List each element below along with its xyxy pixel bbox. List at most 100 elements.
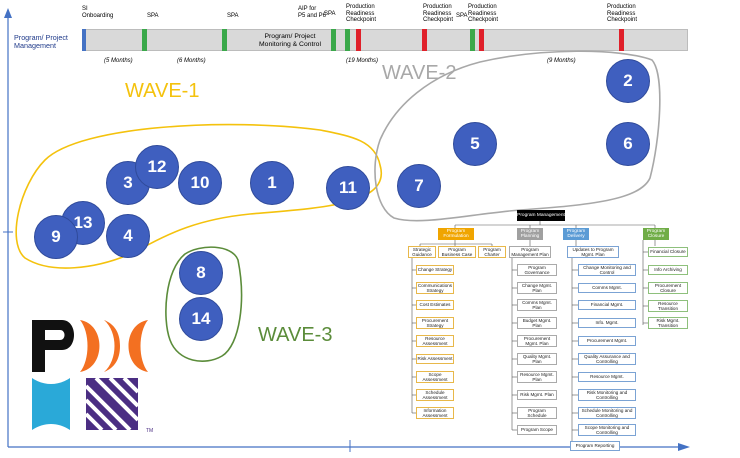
project-circle: 9: [34, 215, 78, 259]
org-box-planning-item: Budget Mgmt. Plan: [517, 317, 557, 329]
org-box-charter: Program Charter: [478, 246, 506, 258]
project-circle: 5: [453, 122, 497, 166]
milestone-production-readiness: [619, 29, 624, 51]
org-box-formulation-item: Resource Assessment: [416, 335, 454, 347]
org-box-planning-item: Change Mgmt. Plan: [517, 282, 557, 294]
label-spa: SPA: [456, 13, 468, 19]
org-box-planning-item: Program Schedule: [517, 407, 557, 419]
project-circle: 10: [178, 161, 222, 205]
org-box-formulation-item: Communications Strategy: [416, 282, 454, 294]
org-box-formulation-item: Procurement Strategy: [416, 317, 454, 329]
label-spa: SPA: [227, 13, 239, 19]
org-box-closure-item: Resource Transition: [648, 300, 688, 312]
milestone-si-onboarding: [82, 29, 86, 51]
project-circle: 4: [106, 214, 150, 258]
duration-label: (5 Months): [104, 58, 133, 64]
project-circle: 6: [606, 122, 650, 166]
org-box-delivery-item: Comms Mgmt.: [578, 283, 636, 293]
duration-label: (9 Months): [547, 58, 576, 64]
org-box-closure-item: Procurement Closure: [648, 282, 688, 294]
label-production-readiness: Production Readiness Checkpoint: [423, 4, 454, 23]
logo-p-stem: [32, 320, 45, 372]
org-box-formulation-item: Cost Estimates: [416, 300, 454, 310]
org-box-formulation-item: Schedule Assessment: [416, 389, 454, 401]
org-box-delivery-item: Financial Mgmt.: [578, 300, 636, 310]
org-box-formulation-item: Risk Assessment: [416, 354, 454, 364]
org-box-strategic-guidance: Strategic Guidance: [408, 246, 436, 258]
logo-i-shape: [32, 378, 70, 430]
label-production-readiness: Production Readiness Checkpoint: [346, 4, 377, 23]
org-header-delivery: Program Delivery: [563, 228, 589, 240]
org-box-planning-item: Resource Mgmt. Plan: [517, 371, 557, 383]
org-box-closure-item: Info Archiving: [648, 265, 688, 275]
pmi-logo: [32, 320, 148, 432]
wave-1-title: WAVE-1: [125, 80, 200, 102]
org-header-formulation: Program Formulation: [438, 228, 474, 240]
duration-label: (6 Months): [177, 58, 206, 64]
milestone-spa: [142, 29, 147, 51]
label-spa: SPA: [147, 13, 159, 19]
project-circle: 1: [250, 161, 294, 205]
milestone-aip: [345, 29, 350, 51]
project-circle: 2: [606, 59, 650, 103]
wave-3-outline: [165, 246, 243, 362]
wave-1-outline: [15, 123, 383, 269]
wave-2-outline: [374, 50, 661, 222]
org-box-planning-item: Program Governance: [517, 264, 557, 276]
milestone-production-readiness: [479, 29, 484, 51]
org-box-delivery-item: Procurement Mgmt.: [578, 336, 636, 346]
org-box-planning-item: Quality Mgmt. Plan: [517, 353, 557, 365]
org-box-planning-item: Program Scope: [517, 425, 557, 435]
org-box-formulation-item: Scope Assessment: [416, 371, 454, 383]
org-box-delivery-item: Quality Assurance and Controlling: [578, 353, 636, 365]
org-box-delivery-item: Schedule Monitoring and Controlling: [578, 407, 636, 419]
duration-label: (19 Months): [346, 58, 379, 64]
org-header-planning: Program Planning: [517, 228, 543, 240]
milestone-production-readiness: [356, 29, 361, 51]
project-circle: 11: [326, 166, 370, 210]
logo-m-right: [128, 320, 148, 372]
org-header-closure: Program Closure: [643, 228, 669, 240]
org-box-delivery-item: Change Monitoring and Control: [578, 264, 636, 276]
org-box-formulation-item: Information Assessment: [416, 407, 454, 419]
milestone-production-readiness: [422, 29, 427, 51]
label-production-readiness: Production Readiness Checkpoint: [607, 4, 638, 23]
org-box-planning-item: Risk Mgmt. Plan: [517, 390, 557, 400]
logo-trademark: TM: [146, 428, 154, 434]
timeline-bar-label: Program/ Project Monitoring & Control: [259, 33, 321, 48]
org-box-delivery-item: Resource Mgmt.: [578, 372, 636, 382]
org-box-closure-item: Risk Mgmt. Transition: [648, 317, 688, 329]
project-circle: 14: [179, 297, 223, 341]
org-box-planning-item: Procurement Mgmt. Plan: [517, 335, 557, 347]
label-production-readiness: Production Readiness Checkpoint: [468, 4, 499, 23]
org-box-program-mgmt-plan: Program Management Plan: [509, 246, 551, 258]
project-circle: 8: [179, 251, 223, 295]
org-box-delivery-item: Risk Monitoring and Controlling: [578, 389, 636, 401]
wave-3-title: WAVE-3: [258, 324, 333, 346]
project-circle: 12: [135, 145, 179, 189]
org-box-updates-plan: Updates to Program Mgmt. Plan: [567, 246, 619, 258]
logo-n-stripes: [84, 376, 140, 432]
org-box-formulation-item: Change Strategy: [416, 265, 454, 275]
logo-p-bowl: [45, 320, 74, 350]
wave-2-title: WAVE-2: [382, 62, 457, 84]
label-si-onboarding: SI Onboarding: [82, 6, 114, 19]
label-aip: AIP for P5 and P6: [298, 6, 327, 19]
org-box-delivery-item: Scope Monitoring and Controlling: [578, 424, 636, 436]
y-axis-label: Program/ Project Management: [14, 33, 68, 50]
org-box-closure-item: Financial Closure: [648, 247, 688, 257]
org-root-program-management: Program Management: [517, 210, 565, 221]
label-spa: SPA: [324, 11, 336, 17]
project-circle: 7: [397, 164, 441, 208]
logo-m-mid: [104, 320, 120, 372]
x-axis-arrow: [678, 443, 690, 451]
org-box-delivery-item: Program Reporting: [570, 441, 620, 451]
logo-m-left: [80, 320, 100, 372]
org-box-planning-item: Comms Mgmt. Plan: [517, 299, 557, 311]
milestone-spa: [331, 29, 336, 51]
milestone-spa: [222, 29, 227, 51]
